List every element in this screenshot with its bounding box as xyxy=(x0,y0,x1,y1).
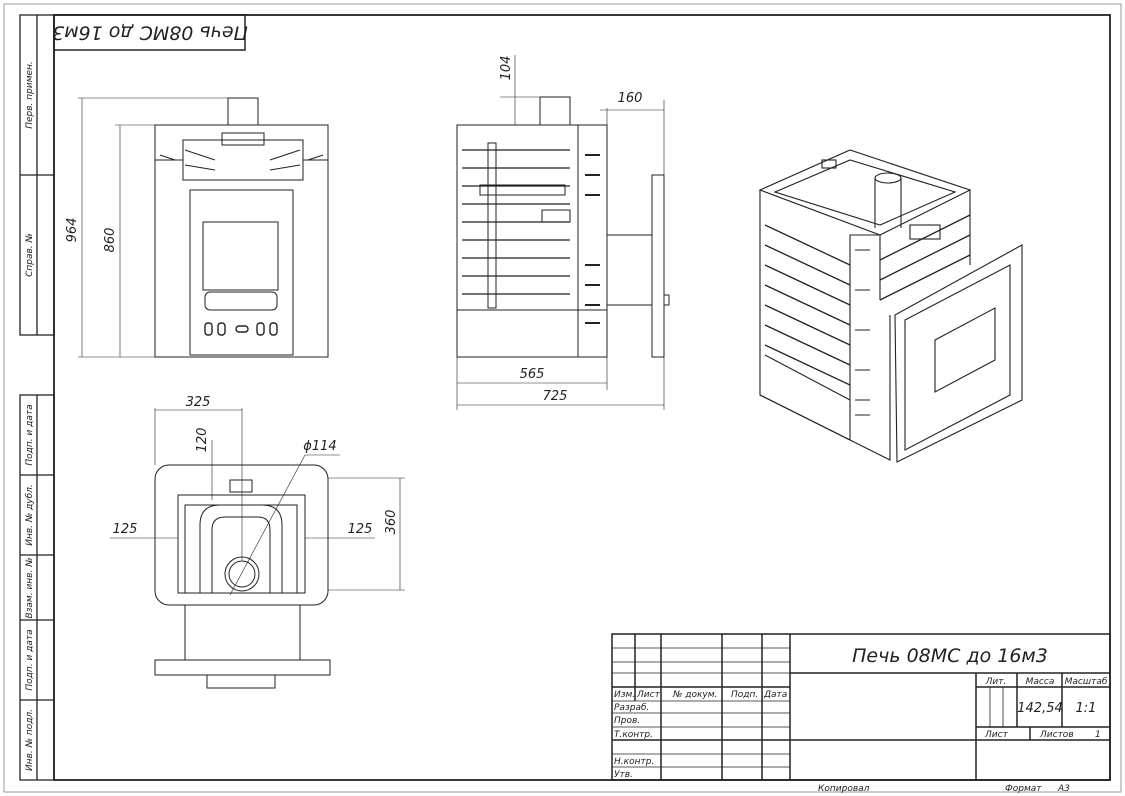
tb-role: Разраб. xyxy=(614,703,649,713)
dim-125-left: 125 xyxy=(113,522,138,537)
dim-325: 325 xyxy=(186,395,211,410)
left-strip xyxy=(19,14,55,781)
format-value: А3 xyxy=(1057,784,1070,794)
tb-header: Подп. xyxy=(731,690,758,700)
tb-header: Лист xyxy=(636,690,661,700)
top-view xyxy=(110,408,405,689)
tb-header: Изм. xyxy=(614,690,635,700)
strip-label: Перв. примен. xyxy=(25,61,35,129)
lit-label: Лит. xyxy=(985,677,1007,687)
strip-label: Подп. и дата xyxy=(25,404,35,465)
strip-label: Инв. № дубл. xyxy=(25,484,35,546)
dim-360: 360 xyxy=(384,510,399,535)
tb-role: Утв. xyxy=(614,770,633,780)
sheets-value: 1 xyxy=(1095,730,1101,740)
dim-725: 725 xyxy=(543,389,568,404)
corner-label-box xyxy=(53,14,246,51)
dim-104: 104 xyxy=(499,56,514,81)
strip-label: Взам. инв. № xyxy=(25,557,35,618)
isometric-view xyxy=(758,149,1023,463)
dim-120: 120 xyxy=(195,428,210,453)
outer-frame xyxy=(3,3,1122,793)
dim-125-right: 125 xyxy=(348,522,373,537)
side-view xyxy=(456,55,670,410)
sheet-label: Лист xyxy=(984,730,1009,740)
front-view xyxy=(78,97,329,358)
tb-header: Дата xyxy=(763,690,787,700)
dim-860: 860 xyxy=(103,228,118,253)
logo-emblem xyxy=(909,224,941,240)
corner-label: Печь 08МС до 16м3 xyxy=(52,22,248,44)
dim-964: 964 xyxy=(65,218,80,243)
mass-value: 142,54 xyxy=(1017,701,1063,716)
logo-emblem xyxy=(221,132,265,146)
mass-label: Масса xyxy=(1026,677,1055,687)
strip-label: Инв. № подл. xyxy=(25,709,35,771)
title-block xyxy=(611,633,1111,781)
scale-label: Масштаб xyxy=(1065,677,1108,687)
dim-160: 160 xyxy=(618,91,643,106)
tb-header: № докум. xyxy=(672,690,717,700)
scale-value: 1:1 xyxy=(1076,701,1097,716)
strip-label: Подп. и дата xyxy=(25,629,35,690)
dim-d114: ϕ114 xyxy=(303,439,336,454)
strip-label: Справ. № xyxy=(25,233,35,277)
dim-565: 565 xyxy=(520,367,545,382)
tb-role: Н.контр. xyxy=(614,757,654,767)
drawing-title: Печь 08МС до 16м3 xyxy=(852,645,1048,667)
tb-role: Пров. xyxy=(614,716,640,726)
sheets-label: Листов xyxy=(1039,730,1074,740)
format-label: Формат xyxy=(1005,784,1042,794)
copied-label: Копировал xyxy=(818,784,870,794)
tb-role: Т.контр. xyxy=(614,730,653,740)
